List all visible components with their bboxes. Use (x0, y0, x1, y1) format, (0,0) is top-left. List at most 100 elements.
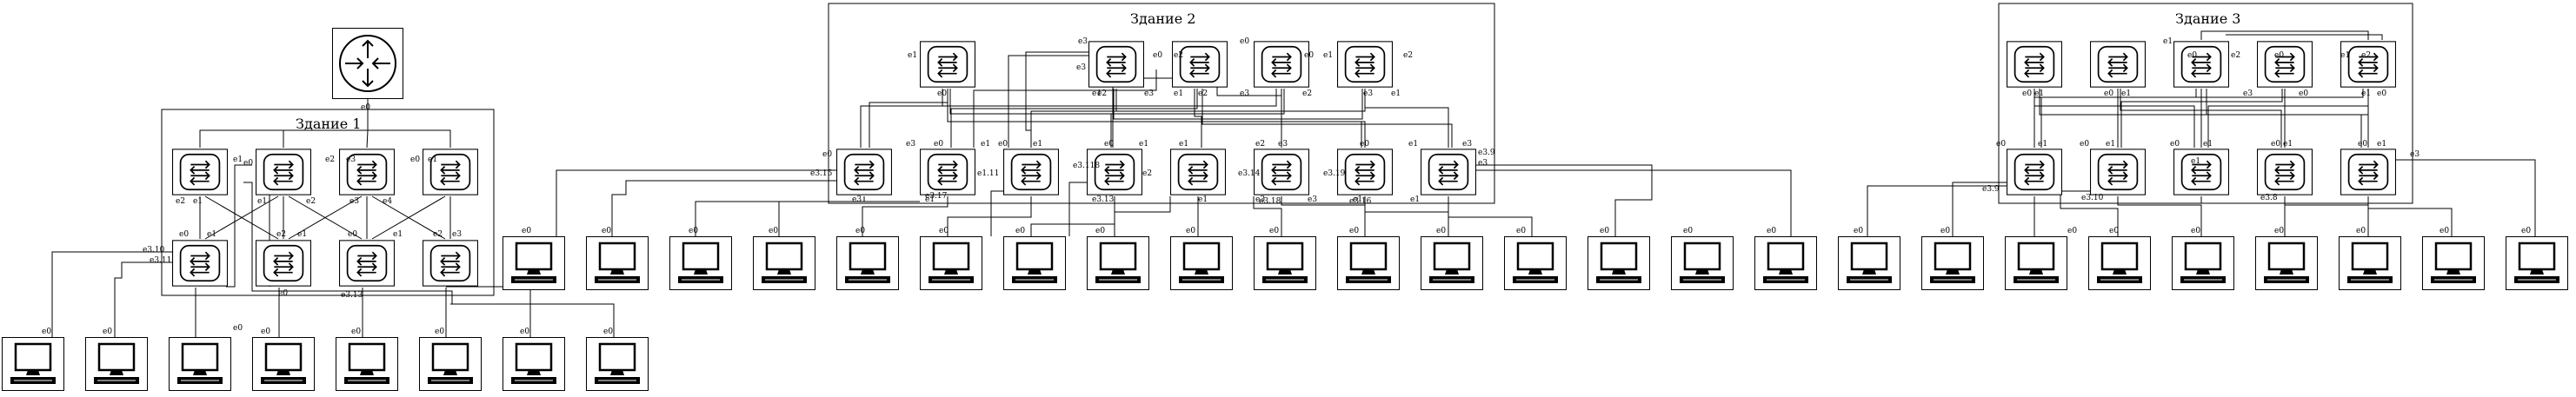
switch-b3-top-3[interactable] (2173, 40, 2229, 89)
port-label: e0 (1854, 227, 1863, 235)
switch-b2-bottom-5[interactable] (1170, 148, 1226, 196)
switch-b1-bottom-3[interactable] (339, 239, 395, 288)
switch-b1-bottom-2[interactable] (256, 239, 311, 288)
port-label: e1 (1092, 89, 1102, 98)
switch-b2-top-2[interactable] (1088, 40, 1144, 89)
port-label: e0 (103, 328, 112, 336)
pc-mid-1[interactable] (503, 236, 565, 290)
pc-mid-11[interactable] (1337, 236, 1400, 290)
switch-b2-bottom-2[interactable] (920, 148, 975, 196)
router-icon[interactable] (332, 28, 403, 99)
switch-b2-bottom-1[interactable] (836, 148, 892, 196)
switch-b2-bottom-6[interactable] (1254, 148, 1309, 196)
port-label: e2 (306, 197, 316, 206)
port-label: e1 (981, 140, 990, 149)
pc-b3-6[interactable] (2255, 236, 2318, 290)
port-label: e3 (1144, 89, 1154, 98)
port-label: e0 (1153, 51, 1162, 60)
link-line (446, 286, 531, 337)
port-label: e1 (2038, 140, 2047, 149)
pc-b1-4[interactable] (252, 337, 315, 391)
link-line (950, 89, 1198, 148)
pc-b1-5[interactable] (336, 337, 398, 391)
pc-mid-16[interactable] (1754, 236, 1817, 290)
link-line (1476, 169, 1792, 236)
pc-b3-8[interactable] (2422, 236, 2485, 290)
port-label: e0 (233, 324, 243, 333)
switch-b3-top-4[interactable] (2257, 40, 2313, 89)
link-line (1025, 51, 1116, 148)
pc-mid-12[interactable] (1421, 236, 1483, 290)
link-line (695, 196, 865, 236)
pc-b1-6[interactable] (419, 337, 482, 391)
pc-mid-3[interactable] (669, 236, 732, 290)
port-label: e0 (278, 289, 288, 298)
port-label: e2 (2361, 51, 2371, 60)
pc-mid-10[interactable] (1254, 236, 1316, 290)
port-label: e3 (1076, 63, 1086, 72)
port-label: e1 (925, 195, 935, 204)
pc-b1-8[interactable] (586, 337, 649, 391)
port-label: e0 (520, 328, 529, 336)
port-label: e1 (393, 230, 403, 239)
switch-b2-top-1[interactable] (920, 40, 975, 89)
port-label: e0 (934, 140, 943, 149)
port-label: e0 (1683, 227, 1693, 235)
port-label: e0 (1436, 227, 1446, 235)
port-label: e1 (2283, 140, 2293, 149)
pc-mid-2[interactable] (586, 236, 649, 290)
link-line (450, 303, 615, 337)
pc-mid-13[interactable] (1504, 236, 1567, 290)
port-label: e0 (2274, 227, 2284, 235)
pc-mid-9[interactable] (1170, 236, 1233, 290)
port-label: e1 (2203, 140, 2213, 149)
link-line (1364, 196, 1449, 236)
pc-b1-1[interactable] (2, 337, 64, 391)
switch-b2-bottom-4[interactable] (1087, 148, 1142, 196)
port-label: e1 (2106, 140, 2115, 149)
switch-b3-bottom-1[interactable] (2007, 148, 2062, 196)
pc-mid-4[interactable] (753, 236, 815, 290)
pc-b3-4[interactable] (2088, 236, 2151, 290)
port-label: e2 (176, 197, 185, 206)
building-1-frame (161, 109, 495, 296)
switch-b1-bottom-1[interactable] (172, 239, 228, 288)
pc-b1-2[interactable] (85, 337, 148, 391)
link-line (611, 180, 836, 236)
port-label: e1 (257, 197, 267, 206)
switch-b3-top-5[interactable] (2340, 40, 2396, 89)
switch-b3-bottom-2[interactable] (2090, 148, 2146, 196)
port-label: e3.8 (2260, 194, 2278, 202)
pc-b1-3[interactable] (169, 337, 231, 391)
switch-b1-top-2[interactable] (256, 148, 311, 196)
link-line (556, 169, 836, 236)
pc-b3-2[interactable] (1921, 236, 1984, 290)
switch-b2-bottom-8[interactable] (1421, 148, 1476, 196)
pc-mid-7[interactable] (1003, 236, 1066, 290)
link-line (368, 129, 451, 148)
pc-b3-5[interactable] (2172, 236, 2234, 290)
switch-b2-top-5[interactable] (1337, 40, 1393, 89)
switch-b3-top-2[interactable] (2090, 40, 2146, 89)
pc-mid-14[interactable] (1588, 236, 1650, 290)
pc-b3-9[interactable] (2506, 236, 2568, 290)
pc-mid-8[interactable] (1087, 236, 1149, 290)
pc-mid-6[interactable] (920, 236, 982, 290)
pc-b3-7[interactable] (2339, 236, 2401, 290)
pc-mid-15[interactable] (1671, 236, 1734, 290)
pc-mid-5[interactable] (836, 236, 899, 290)
switch-b3-bottom-5[interactable] (2340, 148, 2396, 196)
switch-b3-bottom-4[interactable] (2257, 148, 2313, 196)
switch-b1-top-1[interactable] (172, 148, 228, 196)
switch-b2-top-4[interactable] (1254, 40, 1309, 89)
pc-b3-3[interactable] (2005, 236, 2067, 290)
switch-b2-top-3[interactable] (1172, 40, 1228, 89)
switch-b2-bottom-3[interactable] (1003, 148, 1059, 196)
switch-b3-bottom-3[interactable] (2173, 148, 2229, 196)
switch-b2-bottom-7[interactable] (1337, 148, 1393, 196)
switch-b3-top-1[interactable] (2007, 40, 2062, 89)
pc-b1-7[interactable] (503, 337, 565, 391)
port-label: e0 (2170, 140, 2180, 149)
switch-b1-bottom-4[interactable] (423, 239, 478, 288)
pc-b3-1[interactable] (1838, 236, 1900, 290)
